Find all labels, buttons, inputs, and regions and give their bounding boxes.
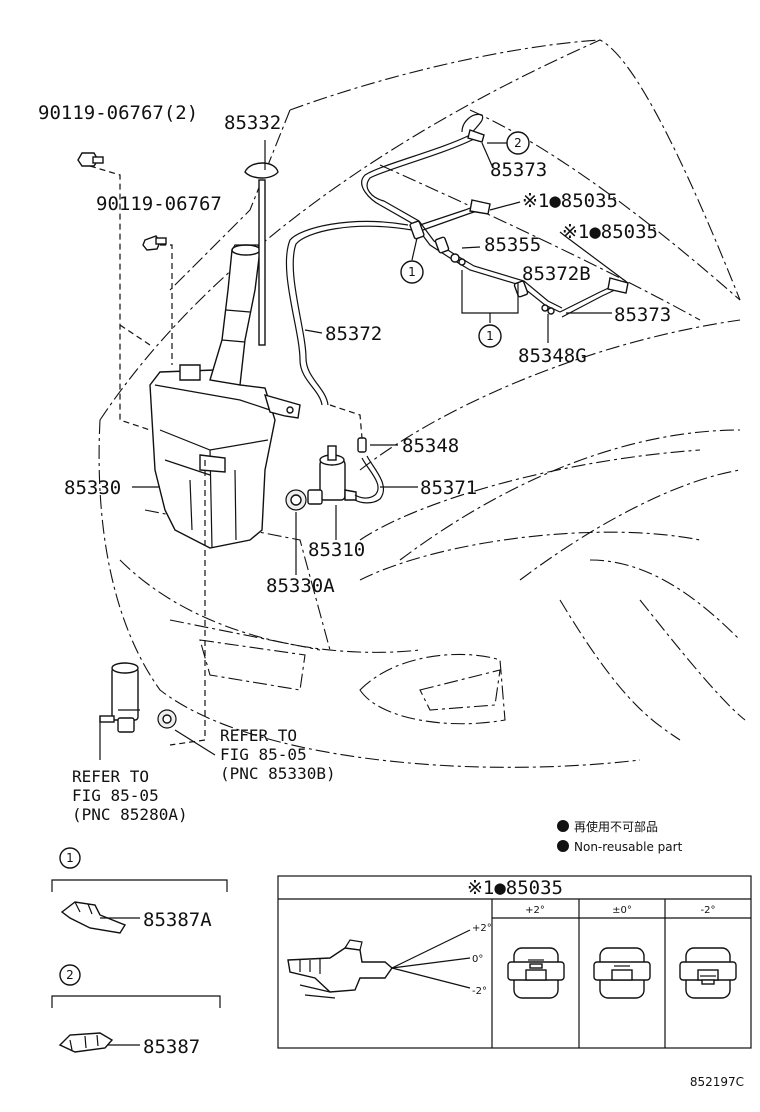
nozzle-front-plus [507, 947, 565, 999]
legend-en: Non-reusable part [574, 840, 683, 854]
referenced-grommet [157, 709, 177, 729]
svg-text:2: 2 [66, 968, 74, 982]
callout-2-upper: 2 [506, 131, 530, 155]
label-grommet: 85330A [266, 575, 335, 597]
label-check-valve: 85348 [402, 435, 459, 457]
referenced-pump [99, 662, 140, 733]
svg-text:FIG 85-05: FIG 85-05 [72, 786, 159, 805]
nozzle-front-minus [679, 947, 737, 999]
washer-tank [149, 244, 301, 549]
reference-left: REFER TO FIG 85-05 (PNC 85280A) [72, 767, 188, 824]
section-1: 1 85387A [51, 847, 228, 934]
label-nozzle-1: ※1●85035 [522, 190, 618, 212]
svg-text:0°: 0° [472, 954, 483, 965]
legend: 再使用不可部品 Non-reusable part [557, 819, 683, 854]
svg-text:-2°: -2° [472, 986, 487, 997]
diagram-code: 852197C [690, 1075, 744, 1089]
washer-pump [307, 445, 357, 505]
callout-1-upper: 1 [400, 260, 424, 284]
label-short-hose: 85371 [420, 477, 477, 499]
svg-text:1: 1 [66, 851, 74, 865]
label-pump: 85310 [308, 539, 365, 561]
svg-text:1: 1 [486, 329, 494, 343]
nozzle-front-zero [593, 947, 651, 999]
inset-col-minus: -2° [701, 905, 716, 916]
bolt-upper [77, 152, 104, 167]
label-joint-upper: 85355 [484, 234, 541, 256]
leader-lines [89, 140, 629, 760]
label-bolt-with-qty: 90119-06767(2) [38, 102, 198, 124]
label-hose-upper-2: 85373 [614, 304, 671, 326]
svg-text:REFER TO: REFER TO [220, 726, 297, 745]
bolt-lower [142, 235, 167, 251]
nozzle-side-view: +2° 0° -2° [287, 923, 492, 999]
label-main-hose: 85372 [325, 323, 382, 345]
callout-1-lower: 1 [478, 324, 502, 348]
label-hose-branch: 85372B [522, 263, 591, 285]
vehicle-body-outline [98, 39, 746, 768]
short-hose [354, 437, 385, 504]
nozzle-adjustment-inset: ※1●85035 +2° ±0° -2° +2° 0° -2° [277, 875, 752, 1049]
section-2: 2 85387 [51, 964, 221, 1058]
upper-hose-assembly [361, 113, 629, 318]
tank-cap [244, 162, 279, 346]
label-nozzle-2: ※1●85035 [562, 221, 658, 243]
svg-text:2: 2 [514, 136, 522, 150]
label-hose-upper-1: 85373 [490, 159, 547, 181]
svg-text:REFER TO: REFER TO [72, 767, 149, 786]
label-cap: 85332 [224, 112, 281, 134]
inset-col-zero: ±0° [612, 905, 632, 916]
inset-col-plus: +2° [525, 905, 545, 916]
inset-title: ※1●85035 [467, 877, 563, 899]
label-tank: 85330 [64, 477, 121, 499]
svg-text:+2°: +2° [472, 923, 492, 934]
label-bolt: 90119-06767 [96, 193, 222, 215]
reference-right: REFER TO FIG 85-05 (PNC 85330B) [220, 726, 336, 783]
svg-text:(PNC 85330B): (PNC 85330B) [220, 764, 336, 783]
grommet [285, 489, 307, 511]
svg-text:FIG 85-05: FIG 85-05 [220, 745, 307, 764]
legend-jp: 再使用不可部品 [574, 819, 658, 834]
svg-text:(PNC 85280A): (PNC 85280A) [72, 805, 188, 824]
label-check-valve-upper: 85348G [518, 345, 587, 367]
label-clip-a: 85387A [143, 909, 212, 931]
svg-text:1: 1 [408, 265, 416, 279]
label-clip: 85387 [143, 1036, 200, 1058]
main-hose [285, 220, 413, 406]
